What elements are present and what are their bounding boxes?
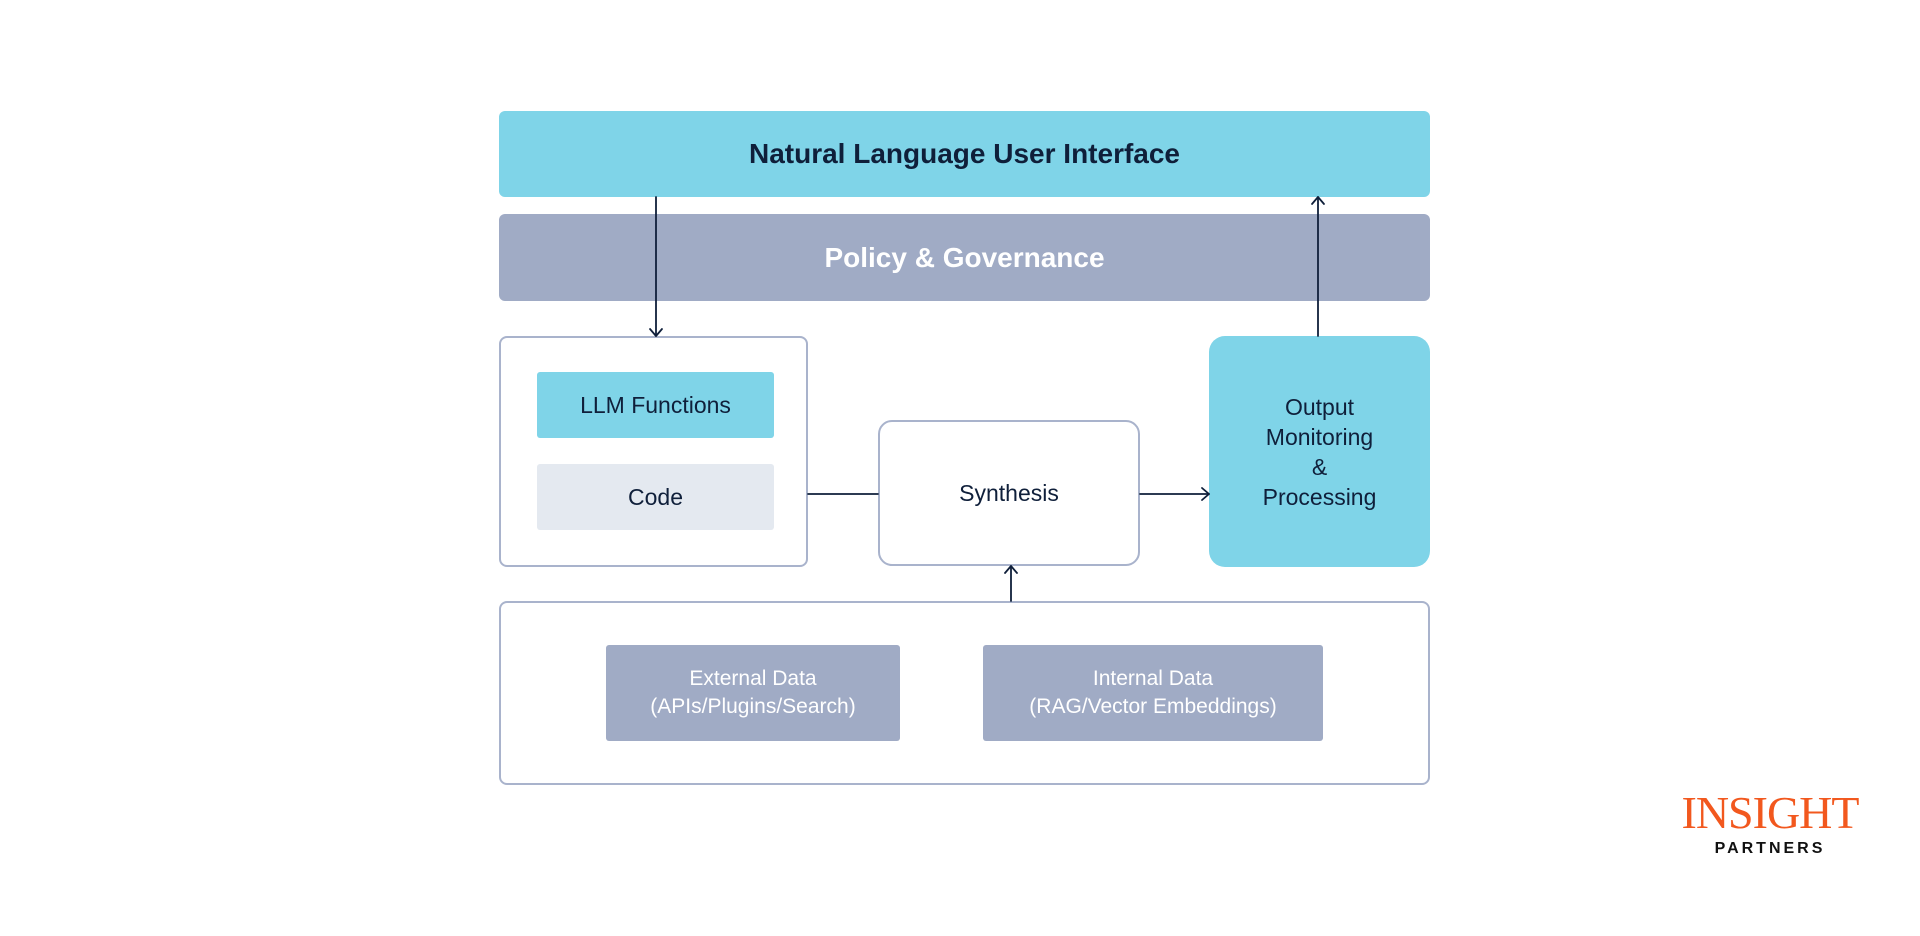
logo-wordmark: INSIGHT [1681,787,1860,838]
code-box: Code [537,464,774,530]
insight-partners-logo: INSIGHT PARTNERS [1660,790,1880,862]
arrowhead-output-to-nlui [1311,196,1325,205]
natural-language-ui-label: Natural Language User Interface [748,138,1181,169]
arrowhead-nlui-to-llm [649,328,663,337]
logo-subtitle: PARTNERS [1714,840,1826,857]
code-label: Code [628,483,683,510]
internal-data-box: Internal Data (RAG/Vector Embeddings) [983,645,1323,741]
output-label-line1: Output [1284,393,1355,420]
external-data-box: External Data (APIs/Plugins/Search) [606,645,900,741]
external-data-label: External Data [689,667,817,690]
arrowhead-synthesis-to-output [1201,487,1210,501]
natural-language-ui-box: Natural Language User Interface [499,111,1430,197]
synthesis-label: Synthesis [959,479,1059,506]
policy-governance-label: Policy & Governance [824,241,1105,273]
policy-governance-box: Policy & Governance [499,214,1430,301]
llm-functions-label: LLM Functions [580,391,731,418]
arrowhead-data-to-synthesis [1004,565,1018,574]
output-label-line2: Monitoring [1265,423,1374,450]
llm-functions-box: LLM Functions [537,372,774,438]
output-label-line3: & [1311,453,1328,480]
synthesis-box: Synthesis [878,420,1140,566]
external-data-sublabel: (APIs/Plugins/Search) [650,695,856,718]
output-monitoring-box: Output Monitoring & Processing [1209,336,1430,567]
output-label-line4: Processing [1262,483,1377,510]
internal-data-sublabel: (RAG/Vector Embeddings) [1029,695,1277,718]
llm-code-group [499,336,808,567]
internal-data-label: Internal Data [1092,667,1214,690]
